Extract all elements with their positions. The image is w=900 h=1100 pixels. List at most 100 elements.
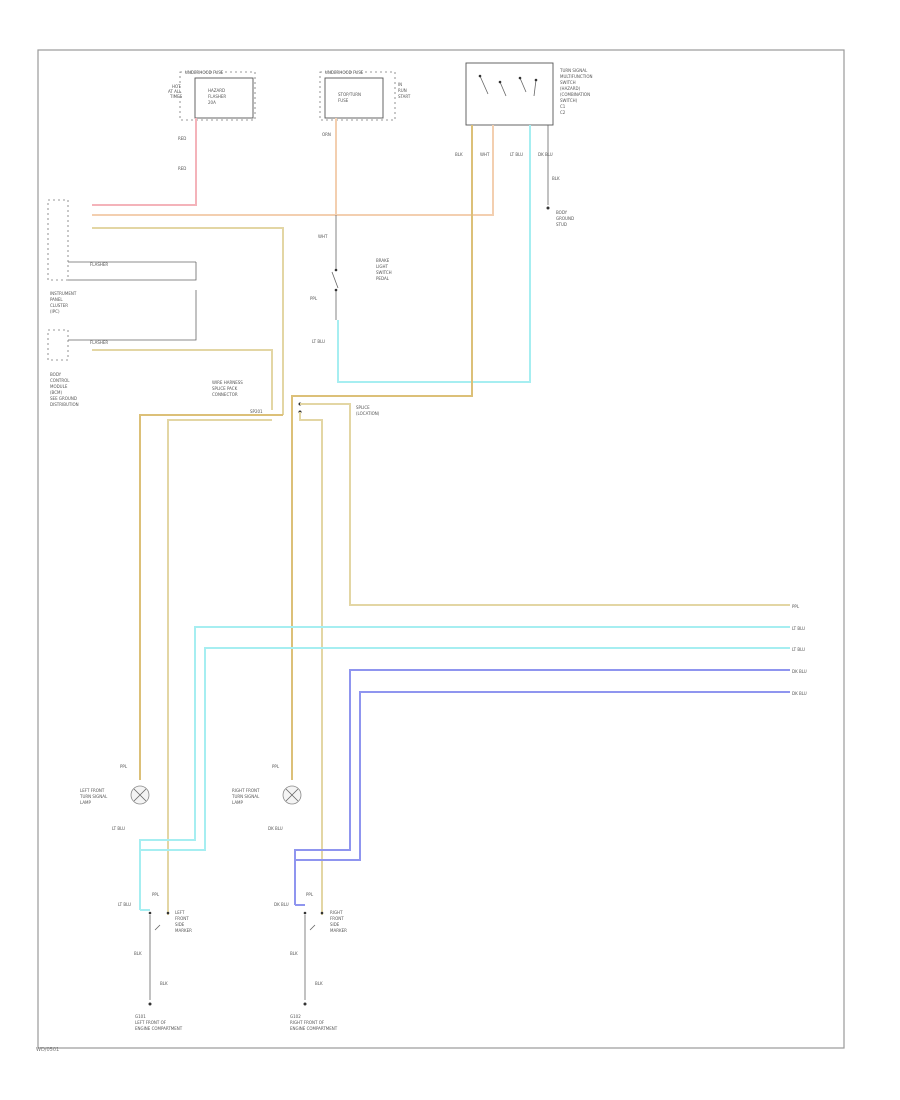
diagram-footnote: WD/0501 xyxy=(36,1047,60,1053)
bcm-label-2: CONTROL xyxy=(50,378,70,383)
switch-label-3: SWITCH xyxy=(560,80,576,85)
switch-label-1: TURN SIGNAL xyxy=(559,68,588,73)
left-lamp-label-1: LEFT FRONT xyxy=(80,788,105,793)
right-ground-label-2: RIGHT FRONT OF xyxy=(290,1020,325,1025)
bcm-label-1: BODY xyxy=(50,372,62,377)
fuse-right-label-1: IN xyxy=(398,82,402,87)
left-marker-label-4: MARKER xyxy=(175,928,192,933)
left-ground-label-2: LEFT FRONT OF xyxy=(135,1020,167,1025)
junction-label-4: SP201 xyxy=(250,409,263,414)
wire-cyan-brake: LT BLU xyxy=(312,125,531,383)
bcm-label-5: SEE GROUND xyxy=(50,396,77,401)
brake-label-3: SWITCH xyxy=(376,270,392,275)
brake-label-2: LIGHT xyxy=(376,264,389,269)
ipc-label-2: PANEL xyxy=(50,297,63,302)
turn-signal-switch: TURN SIGNAL MULTIFUNCTION SWITCH (HAZARD… xyxy=(455,62,592,157)
right-lamp-label-2: TURN SIGNAL xyxy=(231,794,260,799)
right-lamp-label-3: LAMP xyxy=(232,800,244,805)
left-front-turn-lamp: PPL LEFT FRONT TURN SIGNAL LAMP LT BLU xyxy=(79,764,150,831)
brake-label-4: PEDAL xyxy=(376,276,390,281)
orange-wire-label: ORN xyxy=(322,132,331,137)
cyan-brake-wire-label: LT BLU xyxy=(312,339,325,344)
switch-wire-label-3: LT BLU xyxy=(510,152,523,157)
brake-switch: WHT BRAKE LIGHT SWITCH PEDAL PPL xyxy=(310,215,392,320)
right-marker-label-4: MARKER xyxy=(330,928,347,933)
fuse-left-label-1: HOT xyxy=(172,84,181,89)
left-marker-wire-label-2: PPL xyxy=(152,892,160,897)
switch-label-2: MULTIFUNCTION xyxy=(560,74,592,79)
switch-ground-label-2: GROUND xyxy=(556,216,574,221)
junction-label-3: CONNECTOR xyxy=(212,392,238,397)
output-label-3: LT BLU xyxy=(792,647,805,652)
wire-yellow-switch xyxy=(300,125,473,397)
right-front-turn-lamp: PPL RIGHT FRONT TURN SIGNAL LAMP DK BLU xyxy=(231,764,302,831)
fuse-1-label-a: HAZARD xyxy=(208,88,225,93)
bcm-label-3: MODULE xyxy=(50,384,68,389)
right-lamp-label-1: RIGHT FRONT xyxy=(232,788,260,793)
right-marker-label-1: RIGHT xyxy=(330,910,343,915)
wire-orange-fuse: ORN xyxy=(92,118,494,216)
fuse-1-label-c: 20A xyxy=(208,100,216,105)
right-marker-wire-label-1: DK BLU xyxy=(274,902,289,907)
left-lamp-label-2: TURN SIGNAL xyxy=(79,794,108,799)
ipc-flasher-label: FLASHER xyxy=(90,262,108,267)
output-label-5: DK BLU xyxy=(792,691,807,696)
switch-ground-wire-label: BLK xyxy=(552,176,560,181)
switch-ground: BLK BODY GROUND STUD xyxy=(546,125,574,227)
fuse-box-hazard: UNDERHOOD FUSE HOT AT ALL TIMES HAZARD F… xyxy=(168,70,256,121)
left-marker-ground-wire-1: BLK xyxy=(134,951,142,956)
left-side-marker: LT BLU PPL LEFT FRONT SIDE MARKER BLK BL… xyxy=(118,892,192,1031)
bcm-label-6: DISTRIBUTION xyxy=(50,402,79,407)
right-marker-wire-label-2: PPL xyxy=(306,892,314,897)
switch-wire-label-4: DK BLU xyxy=(538,152,553,157)
wire-cyan-out-2 xyxy=(140,647,790,851)
output-labels: PPL LT BLU LT BLU DK BLU DK BLU xyxy=(792,604,807,696)
fuse-box-stop-turn: UNDERHOOD FUSE STOP/TURN FUSE IN RUN STA… xyxy=(319,70,411,121)
output-label-4: DK BLU xyxy=(792,669,807,674)
left-ground-label-3: ENGINE COMPARTMENT xyxy=(135,1026,183,1031)
left-ground-label-1: G101 xyxy=(135,1014,146,1019)
instrument-cluster-module: FLASHER INSTRUMENT PANEL CLUSTER (IPC) xyxy=(47,199,197,314)
switch-wire-label-2: WHT xyxy=(480,152,490,157)
junction-label-1: WIRE HARNESS xyxy=(212,380,243,385)
wire-cyan-out-1 xyxy=(139,626,790,910)
wire-yellow-right-trunk xyxy=(291,395,300,780)
left-marker-label-2: FRONT xyxy=(175,916,189,921)
fuse-right-label-2: RUN xyxy=(398,88,407,93)
left-lamp-wire-label: PPL xyxy=(120,764,128,769)
right-marker-ground-wire-2: BLK xyxy=(315,981,323,986)
right-marker-label-2: FRONT xyxy=(330,916,344,921)
brake-switch-ppl-label: PPL xyxy=(310,296,318,301)
ipc-label-3: CLUSTER xyxy=(50,303,68,308)
output-label-2: LT BLU xyxy=(792,626,805,631)
right-marker-ground-wire-1: BLK xyxy=(290,951,298,956)
wire-blue-out-2 xyxy=(295,691,790,861)
fuse-1-label-b: FLASHER xyxy=(208,94,226,99)
switch-label-6: SWITCH) xyxy=(560,98,578,103)
wire-red-fuse: RED RED xyxy=(92,118,197,206)
fuse-block-title-1: UNDERHOOD FUSE xyxy=(185,70,224,75)
wire-tan-left-trunk xyxy=(167,419,272,915)
wire-tan-ipc xyxy=(92,227,284,415)
left-marker-ground-wire-2: BLK xyxy=(160,981,168,986)
bcm-label-4: (BCM) xyxy=(50,390,62,395)
brake-wire-label: WHT xyxy=(318,234,328,239)
output-label-1: PPL xyxy=(792,604,800,609)
wire-tan-output xyxy=(300,403,790,606)
junction-splice: WIRE HARNESS SPLICE PACK CONNECTOR SP201… xyxy=(212,380,380,416)
diagram-frame xyxy=(37,49,845,1049)
left-marker-label-1: LEFT xyxy=(175,910,185,915)
right-ground-label-3: ENGINE COMPARTMENT xyxy=(290,1026,338,1031)
switch-ground-label-1: BODY xyxy=(556,210,568,215)
left-lamp-out-label: LT BLU xyxy=(112,826,125,831)
fuse-left-label-2: AT ALL xyxy=(168,89,182,94)
red-wire-label-1: RED xyxy=(178,136,186,141)
switch-pin-c1: C1 xyxy=(560,104,566,109)
fuse-2-label-b: FUSE xyxy=(338,98,349,103)
body-control-module: FLASHER BODY CONTROL MODULE (BCM) SEE GR… xyxy=(47,290,197,407)
switch-wire-label-1: BLK xyxy=(455,152,463,157)
left-marker-wire-label-1: LT BLU xyxy=(118,902,131,907)
switch-label-4: (HAZARD) xyxy=(560,86,581,91)
switch-pin-c2: C2 xyxy=(560,110,566,115)
